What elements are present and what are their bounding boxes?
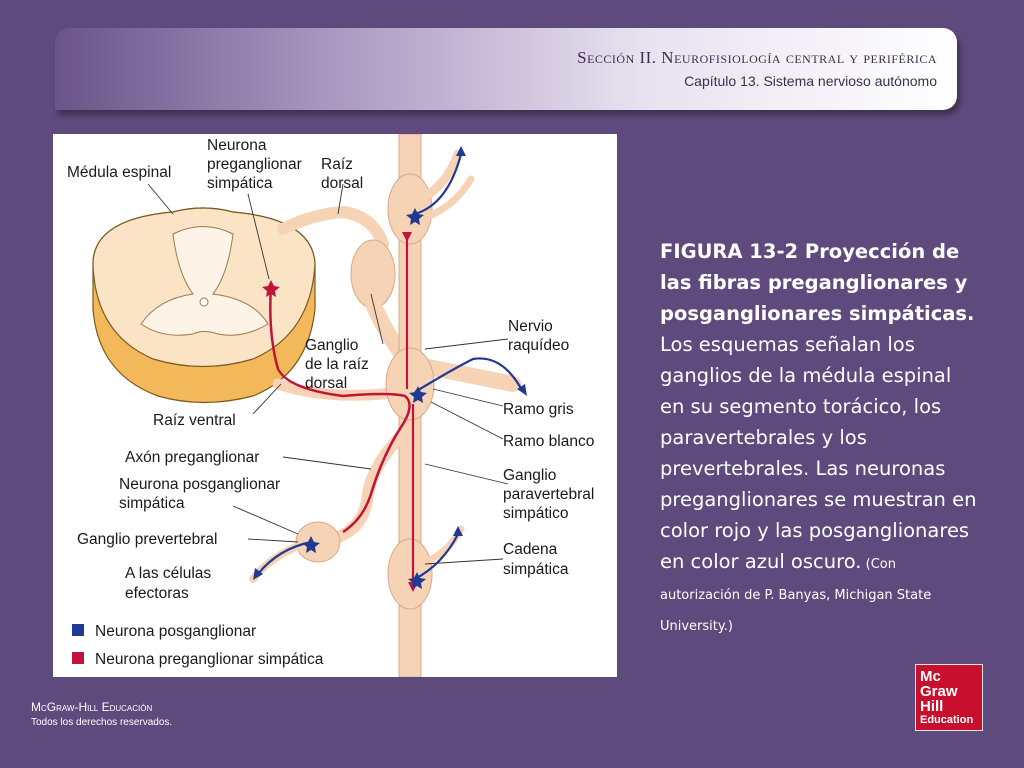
chapter-title: Capítulo 13. Sistema nervioso autónomo bbox=[684, 73, 937, 89]
sympathetic-diagram: Neurona preganglionar simpática Raíz dor… bbox=[67, 134, 594, 677]
legend-swatch-posganglionar bbox=[72, 624, 84, 636]
label-neurona-preganglionar-3: simpática bbox=[207, 175, 273, 192]
caption-title: FIGURA 13-2 Proyección de las fibras pre… bbox=[660, 240, 975, 325]
label-raiz-dorsal-2: dorsal bbox=[321, 175, 363, 192]
label-neurona-preganglionar-2: preganglionar bbox=[207, 156, 302, 173]
section-title: Sección II. Neurofisiología central y pe… bbox=[577, 48, 937, 67]
label-ramo-gris: Ramo gris bbox=[503, 401, 574, 418]
logo-line-3: Hill bbox=[920, 698, 944, 715]
caption-body: Los esquemas señalan los ganglios de la … bbox=[660, 333, 977, 573]
label-celulas-efectoras-1: A las células bbox=[125, 565, 211, 582]
figure-panel: Neurona preganglionar simpática Raíz dor… bbox=[53, 134, 617, 677]
label-ganglio-prevertebral: Ganglio prevertebral bbox=[77, 531, 217, 548]
logo-line-4: Education bbox=[920, 714, 974, 726]
prevertebral-ganglion bbox=[295, 521, 341, 563]
label-cadena-simpatica-2: simpática bbox=[503, 561, 569, 578]
postganglionic-axon-gray-ramus bbox=[414, 357, 524, 393]
label-ganglio-raiz-2: de la raíz bbox=[305, 356, 369, 373]
label-celulas-efectoras-2: efectoras bbox=[125, 585, 189, 602]
dorsal-root bbox=[277, 205, 389, 250]
publisher-name: McGraw-Hill Educación bbox=[31, 700, 153, 714]
paravertebral-ganglion-top bbox=[387, 173, 433, 245]
legend-label-preganglionar: Neurona preganglionar simpática bbox=[95, 651, 324, 668]
legend-label-posganglionar: Neurona posganglionar bbox=[95, 623, 256, 640]
label-nervio-raquideo-2: raquídeo bbox=[508, 337, 569, 354]
label-raiz-ventral: Raíz ventral bbox=[153, 412, 236, 429]
figure-caption: FIGURA 13-2 Proyección de las fibras pre… bbox=[660, 236, 980, 639]
splanchnic-nerve bbox=[327, 428, 409, 545]
spinal-cord bbox=[92, 207, 316, 404]
label-nervio-raquideo-1: Nervio bbox=[508, 318, 553, 335]
rights-text: Todos los derechos reservados. bbox=[31, 717, 173, 728]
label-axon-preganglionar: Axón preganglionar bbox=[125, 449, 259, 466]
paravertebral-ganglion-bottom bbox=[387, 538, 433, 610]
mcgraw-hill-logo: Mc Graw Hill Education bbox=[915, 664, 983, 731]
label-ramo-blanco: Ramo blanco bbox=[503, 433, 594, 450]
logo-line-2: Graw bbox=[920, 683, 958, 700]
label-ganglio-raiz-1: Ganglio bbox=[305, 337, 358, 354]
label-medula-espinal: Médula espinal bbox=[67, 164, 171, 181]
label-neurona-posganglionar-1: Neurona posganglionar bbox=[119, 476, 280, 493]
label-ganglio-raiz-3: dorsal bbox=[305, 375, 347, 392]
label-neurona-posganglionar-2: simpática bbox=[119, 495, 185, 512]
legend: Neurona posganglionar Neurona preganglio… bbox=[72, 623, 324, 668]
caption-credit: (Con autorización de P. Banyas, Michigan… bbox=[660, 557, 932, 634]
label-ganglio-paravertebral-2: paravertebral bbox=[503, 486, 594, 503]
postganglionic-axon-top bbox=[414, 153, 463, 216]
logo-line-1: Mc bbox=[920, 668, 941, 685]
label-cadena-simpatica-1: Cadena bbox=[503, 541, 558, 558]
preganglionic-axon bbox=[269, 285, 411, 534]
label-neurona-preganglionar-1: Neurona bbox=[207, 137, 267, 154]
leader-lines bbox=[147, 183, 509, 565]
label-ganglio-paravertebral-1: Ganglio bbox=[503, 467, 556, 484]
label-raiz-dorsal-1: Raíz bbox=[321, 156, 353, 173]
legend-swatch-preganglionar bbox=[72, 652, 84, 664]
label-ganglio-paravertebral-3: simpático bbox=[503, 505, 568, 522]
slide-header: Sección II. Neurofisiología central y pe… bbox=[55, 28, 957, 110]
